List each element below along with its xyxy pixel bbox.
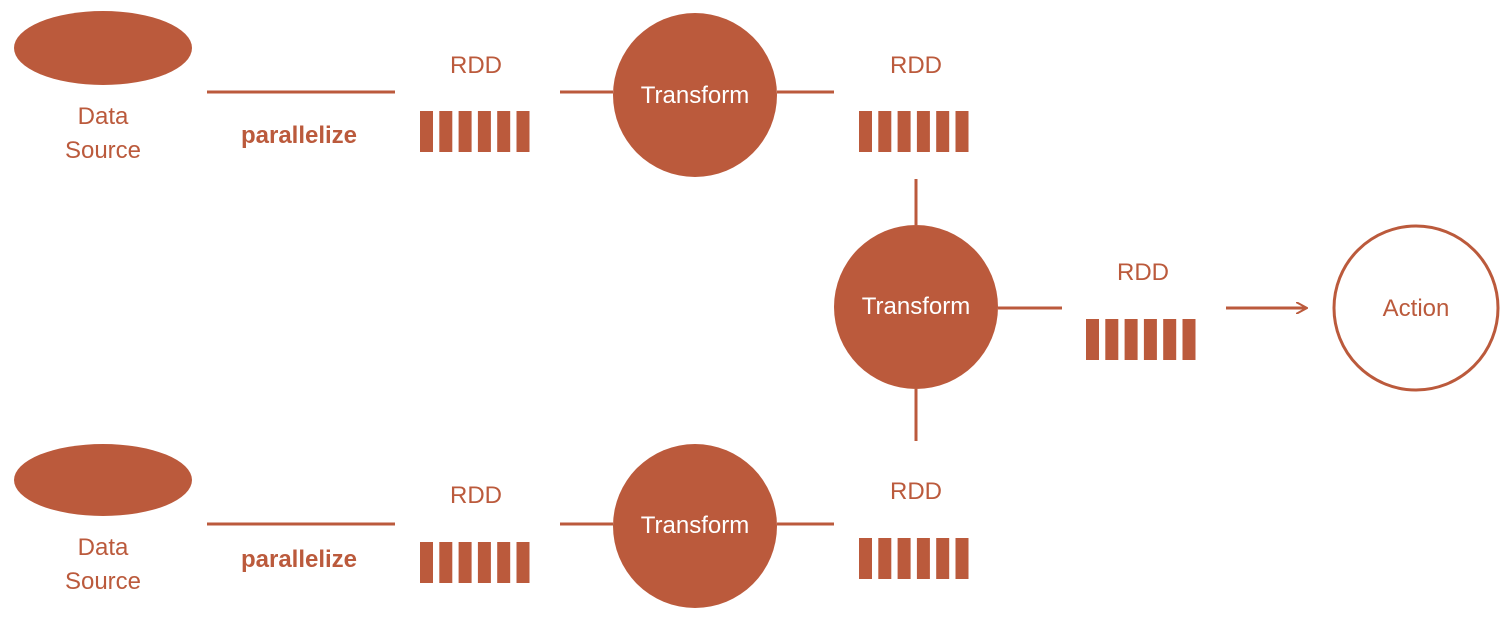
action-node bbox=[1332, 224, 1500, 392]
rdd-partition-block bbox=[439, 111, 453, 152]
rdd-bottom-out-partitions bbox=[859, 538, 969, 579]
rdd-top-in-label: RDD bbox=[450, 52, 502, 79]
rdd-partition-block bbox=[859, 538, 872, 579]
rdd-partition-block bbox=[1143, 319, 1157, 360]
rdd-partition-block bbox=[420, 111, 433, 152]
rdd-bottom-out-label: RDD bbox=[890, 478, 942, 505]
rdd-partition-block bbox=[420, 542, 433, 583]
parallelize-top-label: parallelize bbox=[241, 122, 357, 149]
data-source-bottom-label-line2: Source bbox=[65, 568, 141, 595]
rdd-merge-label: RDD bbox=[1117, 259, 1169, 286]
rdd-partition-block bbox=[1124, 319, 1138, 360]
rdd-partition-block bbox=[439, 542, 453, 583]
data-source-top-label-line1: Data bbox=[78, 103, 129, 130]
transform-merge-label: Transform bbox=[862, 293, 970, 320]
rdd-partition-block bbox=[955, 538, 969, 579]
parallelize-bottom-label: parallelize bbox=[241, 546, 357, 573]
data-source-bottom-shape bbox=[14, 444, 192, 516]
rdd-partition-block bbox=[936, 111, 950, 152]
rdd-top-out-label: RDD bbox=[890, 52, 942, 79]
rdd-partition-block bbox=[859, 111, 872, 152]
rdd-bottom-in-partitions bbox=[420, 542, 530, 583]
rdd-partition-block bbox=[1163, 319, 1177, 360]
rdd-merge-partitions bbox=[1086, 319, 1196, 360]
rdd-partition-block bbox=[1105, 319, 1119, 360]
rdd-partition-block bbox=[458, 111, 472, 152]
data-source-top-label-line2: Source bbox=[65, 137, 141, 164]
rdd-partition-block bbox=[1086, 319, 1099, 360]
transform-top-label: Transform bbox=[641, 82, 749, 109]
rdd-partition-block bbox=[497, 111, 511, 152]
data-source-bottom-label-line1: Data bbox=[78, 534, 129, 561]
rdd-partition-block bbox=[477, 111, 491, 152]
data-source-top-shape bbox=[14, 11, 192, 85]
rdd-partition-block bbox=[497, 542, 511, 583]
rdd-partition-block bbox=[1182, 319, 1196, 360]
rdd-partition-block bbox=[878, 111, 892, 152]
rdd-partition-block bbox=[477, 542, 491, 583]
rdd-top-out-partitions bbox=[859, 111, 969, 152]
rdd-partition-block bbox=[897, 538, 911, 579]
rdd-partition-block bbox=[936, 538, 950, 579]
rdd-partition-block bbox=[516, 542, 530, 583]
transform-merge-node bbox=[834, 225, 998, 389]
rdd-top-in-partitions bbox=[420, 111, 530, 152]
transform-bottom-label: Transform bbox=[641, 512, 749, 539]
rdd-partition-block bbox=[516, 111, 530, 152]
rdd-partition-block bbox=[897, 111, 911, 152]
rdd-partition-block bbox=[458, 542, 472, 583]
transform-bottom-node bbox=[613, 444, 777, 608]
rdd-partition-block bbox=[916, 538, 930, 579]
action-label: Action bbox=[1383, 295, 1450, 322]
rdd-partition-block bbox=[955, 111, 969, 152]
transform-top-node bbox=[613, 13, 777, 177]
rdd-partition-block bbox=[878, 538, 892, 579]
rdd-partition-block bbox=[916, 111, 930, 152]
rdd-bottom-in-label: RDD bbox=[450, 482, 502, 509]
